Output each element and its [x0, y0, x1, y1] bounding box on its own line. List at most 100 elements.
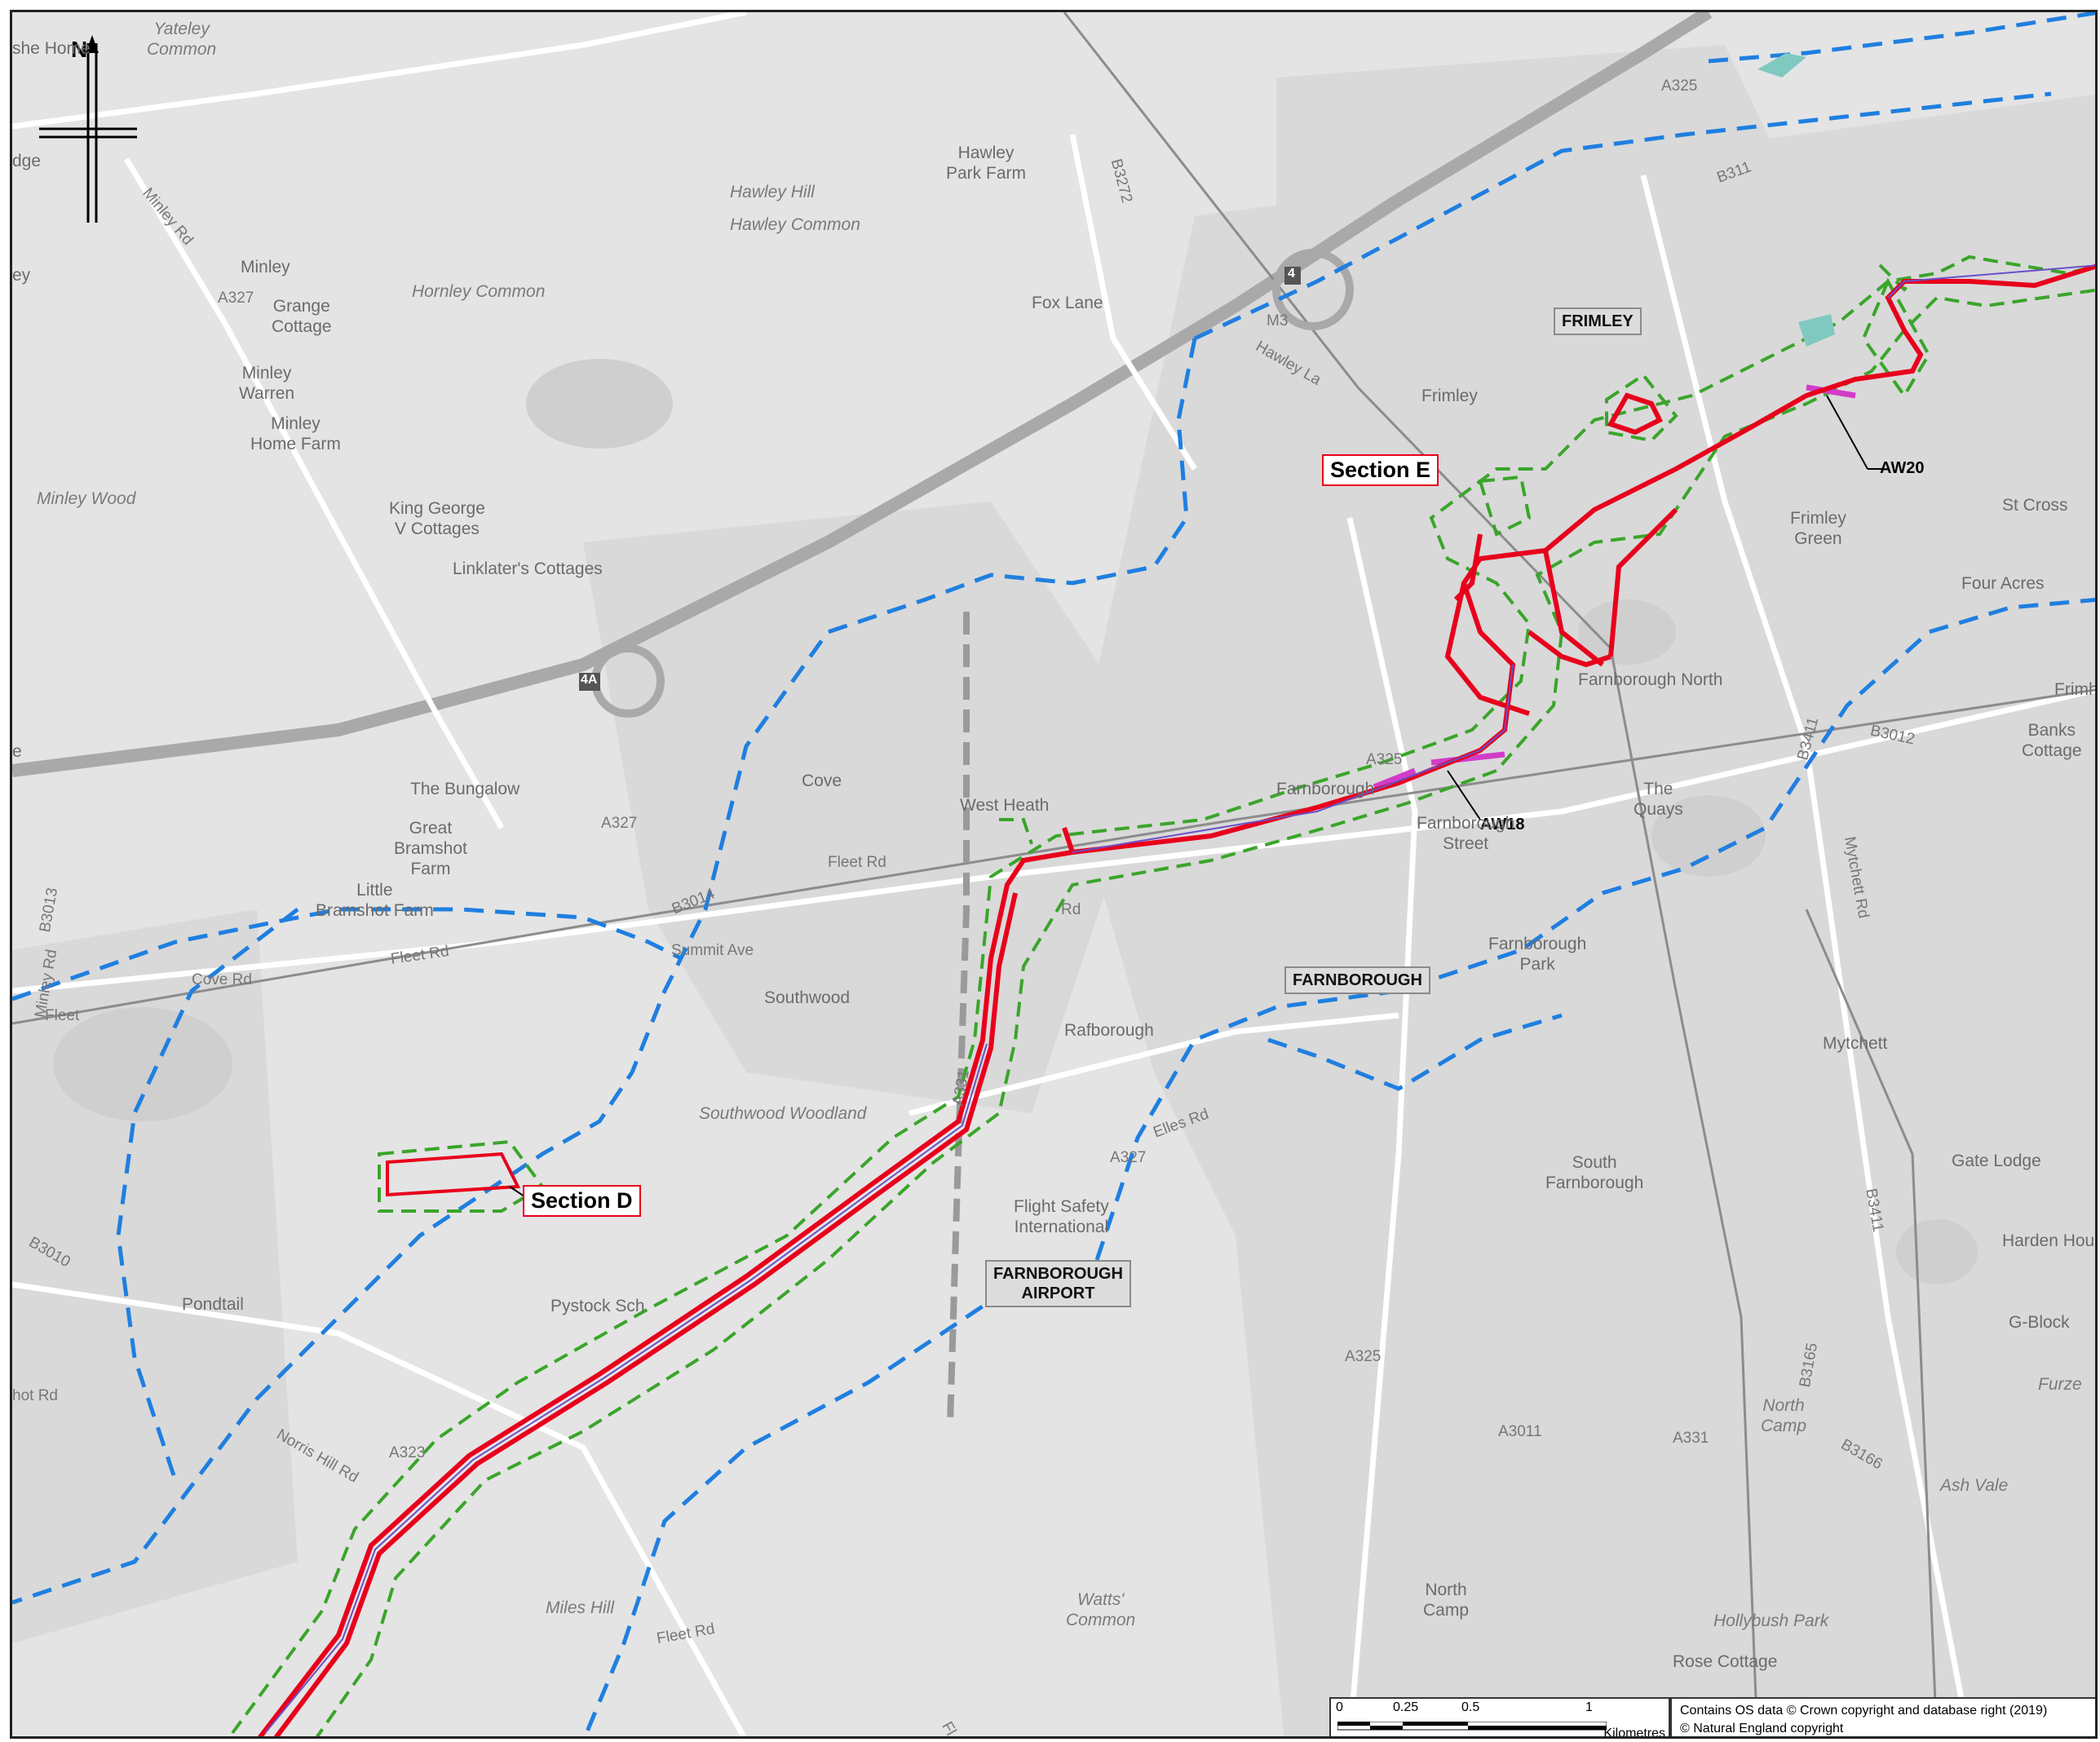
- place-label: Fox Lane: [1032, 294, 1103, 312]
- urban-areas: [12, 45, 2095, 1736]
- place-label: dge: [12, 152, 42, 170]
- road-label: A327: [218, 290, 254, 307]
- road-label: Fleet Rd: [828, 854, 886, 871]
- water-patch: [1798, 314, 1835, 347]
- place-label: Frimhu: [2054, 680, 2098, 699]
- place-label: Southwood Woodland: [699, 1104, 867, 1123]
- access-route: [1373, 384, 1856, 790]
- place-label: Four Acres: [1961, 574, 2045, 593]
- place-label: ey: [12, 266, 31, 285]
- place-label: Little Bramshot Farm: [316, 881, 434, 920]
- aw20-label: AW20: [1880, 459, 1925, 477]
- scale-tick-label: 0: [1336, 1700, 1343, 1714]
- place-label: Hollybush Park: [1713, 1612, 1829, 1630]
- place-label: Hornley Common: [412, 282, 546, 301]
- place-label: Pondtail: [182, 1295, 244, 1314]
- water-patch: [1757, 53, 1806, 77]
- road-label: Cove Rd: [192, 971, 252, 988]
- place-label: G-Block: [2009, 1313, 2070, 1332]
- scale-tick-label: 1: [1585, 1700, 1593, 1714]
- copyright-line: Contains OS data © Crown copyright and d…: [1680, 1704, 2048, 1718]
- scale-bar: 0 0.25 0.5 1 Kilometres: [1329, 1697, 1670, 1739]
- north-label: N: [71, 37, 88, 62]
- base-map[interactable]: [12, 12, 2098, 1739]
- scale-bar-graphic: [1337, 1722, 1607, 1731]
- place-label: Hawley Hill: [730, 183, 815, 201]
- town-frimley: FRIMLEY: [1554, 307, 1642, 335]
- junction-label: 4: [1288, 267, 1295, 281]
- aw18-label: AW18: [1480, 816, 1525, 833]
- copyright-line: © Natural England copyright: [1680, 1722, 1844, 1735]
- road-label: Summit Ave: [671, 942, 754, 959]
- town-farnborough-airport: FARNBOROUGH AIRPORT: [985, 1260, 1131, 1307]
- place-label: Gate Lodge: [1952, 1152, 2041, 1170]
- road-label: A325: [1345, 1348, 1382, 1365]
- road-label: A327: [1110, 1149, 1147, 1166]
- place-label: Farnborough Street: [1417, 814, 1515, 853]
- place-label: Pystock Sch: [550, 1297, 645, 1315]
- grey-dashed-line: [947, 612, 970, 1424]
- place-label: Hawley Park Farm: [946, 144, 1027, 183]
- scale-units: Kilometres: [1603, 1727, 1665, 1739]
- place-label: King George V Cottages: [389, 499, 485, 538]
- place-label: Mytchett: [1823, 1034, 1888, 1053]
- place-label: The Quays: [1634, 780, 1683, 819]
- place-label: Yateley Common: [147, 20, 217, 59]
- place-label: she Home: [12, 39, 91, 58]
- road-label: M3: [1267, 312, 1289, 329]
- road-label: A325: [1366, 751, 1403, 768]
- road-label: Rd: [1061, 901, 1081, 918]
- place-label: South Farnborough: [1545, 1153, 1644, 1192]
- scale-tick-label: 0.25: [1393, 1700, 1419, 1714]
- place-label: The Bungalow: [410, 780, 520, 798]
- place-label: e: [12, 742, 22, 761]
- route-buffer: [231, 254, 2095, 1736]
- road-label: A325: [1661, 77, 1698, 95]
- place-label: St Cross: [2002, 496, 2068, 515]
- woodland-patches: [53, 359, 1978, 1284]
- place-label: Southwood: [764, 988, 851, 1007]
- place-label: Farnborough: [1276, 780, 1375, 798]
- place-label: Rose Cottage: [1673, 1652, 1778, 1671]
- place-label: Hawley Common: [730, 215, 860, 234]
- copyright-box: Contains OS data © Crown copyright and d…: [1670, 1697, 2095, 1736]
- place-label: Frimley: [1421, 387, 1478, 405]
- place-label: West Heath: [960, 796, 1050, 815]
- road-label: A323: [389, 1444, 426, 1461]
- road-label: A3011: [1498, 1423, 1542, 1440]
- section-d-label: Section D: [523, 1185, 641, 1217]
- place-label: Miles Hill: [546, 1598, 614, 1617]
- place-label: Minley Wood: [37, 489, 136, 508]
- place-label: Minley Home Farm: [250, 414, 341, 453]
- place-label: Minley: [241, 258, 290, 276]
- place-label: North Camp: [1423, 1581, 1470, 1620]
- place-label: Harden House: [2002, 1231, 2095, 1250]
- road-label: A327: [601, 815, 638, 832]
- place-label: Great Bramshot Farm: [394, 819, 467, 878]
- place-label: Flight Safety International: [1014, 1197, 1109, 1236]
- road-label: Fleet: [45, 1007, 80, 1024]
- junction-4-ring: [1272, 249, 1354, 330]
- section-e-label: Section E: [1322, 454, 1439, 486]
- place-label: Farnborough North: [1578, 670, 1723, 689]
- road-label: hot Rd: [12, 1387, 58, 1404]
- road-label: A331: [1673, 1430, 1709, 1447]
- town-farnborough: FARNBOROUGH: [1284, 966, 1430, 994]
- place-label: Ash Vale: [1940, 1476, 2009, 1495]
- map-frame[interactable]: N FRIMLEY FARNBOROUGH FARNBOROUGH AIRPOR…: [10, 10, 2098, 1739]
- purple-core: [264, 264, 2095, 1734]
- place-label: Farnborough Park: [1488, 935, 1587, 974]
- place-label: Cove: [802, 772, 842, 790]
- m3-motorway: [12, 12, 1713, 777]
- place-label: Frimley Green: [1790, 509, 1846, 548]
- place-label: Minley Warren: [239, 364, 295, 403]
- boundary-lines: [12, 12, 2095, 1736]
- place-label: Linklater's Cottages: [453, 559, 603, 578]
- place-label: Rafborough: [1064, 1021, 1154, 1040]
- north-arrow-icon: [39, 35, 137, 223]
- place-label: North Camp: [1761, 1396, 1807, 1435]
- scale-tick-label: 0.5: [1461, 1700, 1480, 1714]
- place-label: Furze: [2038, 1375, 2082, 1394]
- place-label: Grange Cottage: [272, 297, 332, 336]
- junction-label: 4A: [581, 673, 598, 687]
